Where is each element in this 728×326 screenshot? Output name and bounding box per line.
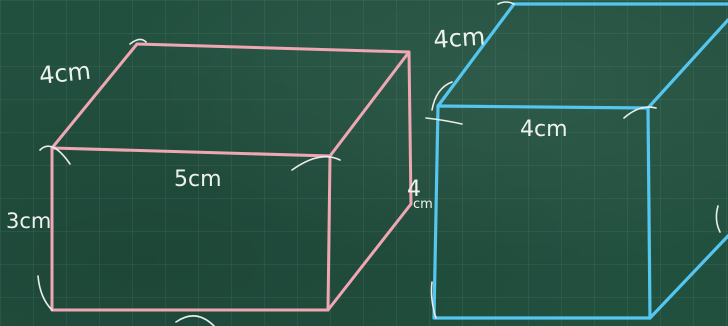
compass-arc [623, 106, 657, 119]
left-width-label: 5cm [174, 167, 222, 192]
left-prism-right-face [326, 50, 413, 312]
left-prism-top-face [50, 42, 411, 158]
compass-arc [430, 281, 437, 319]
left-prism [50, 42, 413, 312]
right-cube-top-face [436, 2, 728, 110]
right-depth-label: 4cm [432, 22, 486, 54]
left-right-label-unit: cm [413, 197, 433, 212]
compass-arc [425, 117, 463, 125]
left-depth-label: 4cm [38, 57, 92, 90]
right-width-label: 4cm [520, 117, 568, 142]
left-height-label: 3cm [6, 209, 51, 233]
compass-arc [175, 315, 215, 326]
compass-arc [129, 38, 147, 45]
compass-arc [291, 155, 341, 171]
compass-arc [37, 275, 53, 311]
left-right-label-number: 4 [407, 177, 421, 202]
compass-arcs [37, 1, 721, 326]
compass-arc [431, 81, 453, 111]
compass-arc [497, 1, 515, 5]
right-cube-right-edge [648, 234, 728, 320]
right-cube [432, 2, 728, 320]
compass-arc [715, 205, 721, 233]
compass-arc [39, 145, 71, 165]
